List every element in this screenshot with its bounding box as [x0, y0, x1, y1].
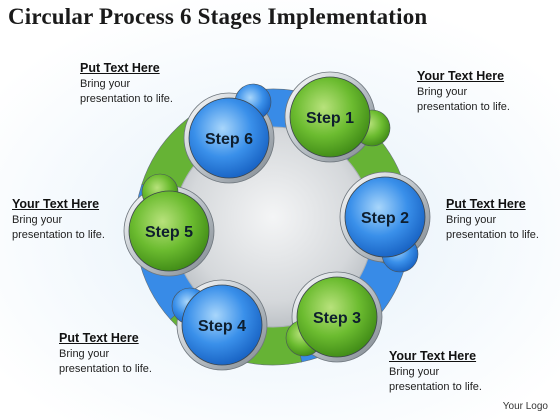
step-label-5: Step 5 [145, 224, 193, 241]
note-line: Bring your [446, 214, 497, 226]
note-line: Bring your [389, 366, 440, 378]
node-disc [289, 76, 371, 158]
step-node-4: Step 4 [171, 279, 268, 371]
step-label-2: Step 2 [361, 210, 409, 227]
logo-text: Your Logo [502, 401, 548, 412]
note-heading: Put Text Here [59, 331, 139, 345]
step-node-1: Step 1 [284, 71, 391, 163]
step-node-5: Step 5 [123, 173, 215, 277]
note-heading: Your Text Here [389, 349, 477, 363]
note-line: Bring your [80, 78, 131, 90]
step-label-6: Step 6 [205, 131, 253, 148]
node-disc [344, 176, 426, 258]
note-line: presentation to life. [389, 381, 482, 393]
step-node-3: Step 3 [285, 271, 383, 363]
note-body: Bring your presentation to life. [59, 347, 209, 377]
note-line: Bring your [12, 214, 63, 226]
node-disc [296, 276, 378, 358]
step-nodes: Step 1 Step 2 Step 3 Step 4 Step 5 Step 6 [123, 71, 431, 371]
note-body: Bring your presentation to life. [80, 77, 230, 107]
node-disc [181, 284, 263, 366]
node-disc [128, 190, 210, 272]
note-line: presentation to life. [417, 101, 510, 113]
text-note-6: Put Text Here Bring your presentation to… [80, 61, 230, 107]
step-label-3: Step 3 [313, 310, 361, 327]
text-note-4: Put Text Here Bring your presentation to… [59, 331, 209, 377]
text-note-1: Your Text Here Bring your presentation t… [417, 69, 560, 115]
step-node-6: Step 6 [183, 83, 275, 184]
note-line: presentation to life. [446, 229, 539, 241]
step-node-2: Step 2 [339, 171, 431, 273]
note-line: presentation to life. [12, 229, 105, 241]
note-body: Bring your presentation to life. [12, 213, 162, 243]
note-heading: Your Text Here [417, 69, 505, 83]
note-body: Bring your presentation to life. [446, 213, 560, 243]
note-line: presentation to life. [59, 363, 152, 375]
node-disc [188, 97, 270, 179]
note-heading: Your Text Here [12, 197, 100, 211]
page-title: Circular Process 6 Stages Implementation [8, 4, 428, 29]
text-note-5: Your Text Here Bring your presentation t… [12, 197, 162, 243]
step-label-1: Step 1 [306, 110, 354, 127]
note-body: Bring your presentation to life. [389, 365, 539, 395]
note-line: Bring your [417, 86, 468, 98]
note-heading: Put Text Here [80, 61, 160, 75]
text-note-3: Your Text Here Bring your presentation t… [389, 349, 539, 395]
step-label-4: Step 4 [198, 318, 246, 335]
note-body: Bring your presentation to life. [417, 85, 560, 115]
note-line: Bring your [59, 348, 110, 360]
note-heading: Put Text Here [446, 197, 526, 211]
note-line: presentation to life. [80, 93, 173, 105]
text-note-2: Put Text Here Bring your presentation to… [446, 197, 560, 243]
